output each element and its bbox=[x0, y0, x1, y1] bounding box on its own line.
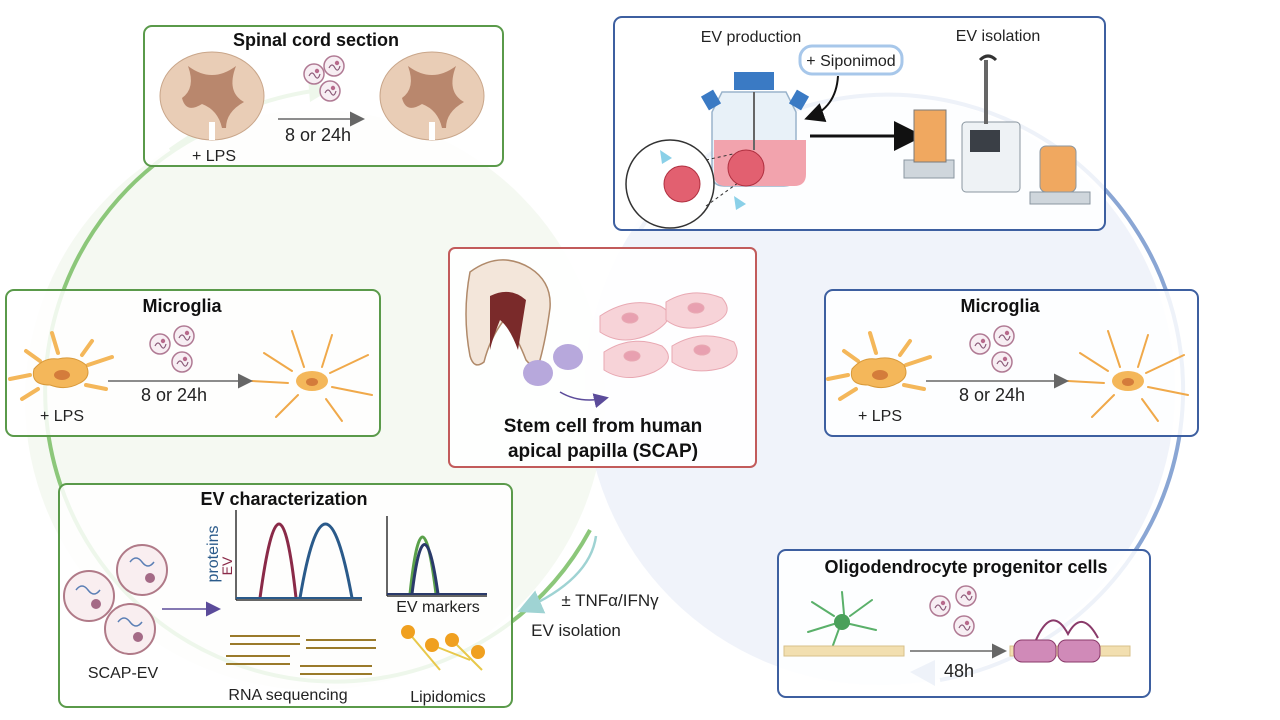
microglia-right-time: 8 or 24h bbox=[959, 385, 1025, 405]
myelinated-axon-icon bbox=[1013, 619, 1101, 663]
ev-vesicle-icon bbox=[955, 585, 977, 607]
ev-characterization-box bbox=[58, 483, 513, 708]
lipidomics-icon bbox=[401, 625, 485, 671]
microglia-left-box bbox=[5, 289, 381, 437]
ev-production-label: EV production bbox=[701, 29, 802, 46]
tooth-icon bbox=[465, 259, 583, 386]
spinal-lps-label: + LPS bbox=[192, 148, 236, 165]
treatment-label: ± TNFα/IFNγ bbox=[561, 591, 659, 610]
ev-vesicle-icon bbox=[323, 55, 345, 77]
ev-vesicle-icon bbox=[149, 333, 171, 355]
rna-sequencing-label: RNA sequencing bbox=[228, 687, 347, 704]
spinal-cord-title: Spinal cord section bbox=[233, 30, 399, 50]
ev-vesicle-icon bbox=[319, 80, 341, 102]
spinal-time-label: 8 or 24h bbox=[285, 125, 351, 145]
ev-vesicle-icon bbox=[173, 325, 195, 347]
ev-vesicle-icon bbox=[991, 351, 1013, 373]
opc-cell-icon bbox=[807, 591, 877, 649]
ev-vesicle-icon bbox=[303, 63, 325, 85]
microglia-right-lps: + LPS bbox=[858, 408, 902, 425]
scap-ev-vesicles-icon bbox=[63, 544, 168, 655]
opc-title: Oligodendrocyte progenitor cells bbox=[824, 557, 1107, 577]
scap-title-line1: Stem cell from human bbox=[504, 416, 703, 437]
microglia-resting-icon bbox=[251, 330, 373, 422]
microglia-activated-icon bbox=[8, 331, 114, 401]
rna-sequencing-icon bbox=[226, 635, 376, 675]
ev-markers-label: EV markers bbox=[396, 599, 480, 616]
microglia-right-title: Microglia bbox=[960, 296, 1040, 316]
axon-before-icon bbox=[783, 645, 905, 657]
ev-vesicle-icon bbox=[171, 351, 193, 373]
flow-isolation-label: EV isolation bbox=[531, 621, 621, 640]
microglia-left-lps: + LPS bbox=[40, 408, 84, 425]
lipidomics-label: Lipidomics bbox=[410, 689, 486, 706]
isolation-flow-arrow bbox=[517, 535, 598, 614]
scap-title-line2: apical papilla (SCAP) bbox=[508, 441, 698, 462]
ev-markers-chart bbox=[386, 516, 487, 597]
magnified-cells-icon bbox=[625, 139, 765, 229]
scap-arrow bbox=[559, 391, 609, 409]
ev-vesicle-icon bbox=[953, 615, 975, 637]
y-label-proteins: proteins bbox=[205, 526, 222, 583]
microglia-activated-icon bbox=[826, 331, 932, 401]
microglia-left-title: Microglia bbox=[142, 296, 222, 316]
scap-ev-label: SCAP-EV bbox=[88, 665, 159, 682]
siponimod-label: + Siponimod bbox=[806, 53, 895, 70]
spinal-cord-after-icon bbox=[379, 51, 485, 141]
siponimod-arrow bbox=[804, 75, 839, 123]
ev-vesicle-icon bbox=[929, 595, 951, 617]
microglia-resting-icon bbox=[1067, 330, 1189, 422]
spinal-cord-before-icon bbox=[159, 51, 265, 141]
ev-proteins-chart bbox=[235, 510, 362, 601]
ev-isolation-label: EV isolation bbox=[956, 28, 1041, 45]
microglia-left-time: 8 or 24h bbox=[141, 385, 207, 405]
opc-time-label: 48h bbox=[944, 661, 974, 681]
ev-char-title: EV characterization bbox=[200, 489, 367, 509]
ev-vesicle-icon bbox=[969, 333, 991, 355]
isolation-equipment-icon bbox=[903, 54, 1091, 205]
scap-cells-icon bbox=[599, 292, 738, 378]
y-label-ev: EV bbox=[219, 556, 235, 575]
siponimod-pill bbox=[798, 44, 904, 76]
ev-vesicle-icon bbox=[993, 325, 1015, 347]
